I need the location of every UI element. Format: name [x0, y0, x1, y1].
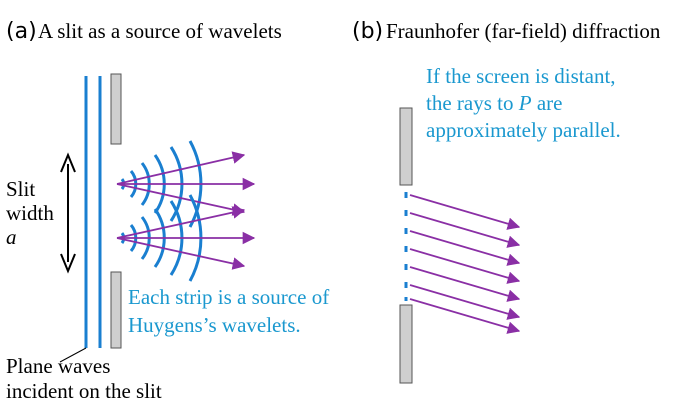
screen-upper-b [399, 107, 413, 186]
ray-arrow [116, 183, 246, 216]
wavelet-note-line1: Each strip is a source of [128, 285, 329, 309]
wavelet-source-upper [116, 140, 256, 228]
screen-upper-a [110, 73, 122, 145]
parallel-ray [409, 194, 521, 230]
wavelet-note-line2: Huygens’s wavelets. [128, 313, 301, 337]
ray-arrow [116, 237, 246, 270]
panel-b-letter: (b) [352, 19, 383, 44]
plane-waves-label-line1: Plane waves [6, 354, 110, 378]
slit-width-arrow-top [60, 152, 76, 173]
parallel-ray [409, 212, 521, 248]
panel-a-title: A slit as a source of wavelets [38, 19, 282, 43]
parallel-ray [409, 248, 521, 284]
panel-a: (a) A slit as a source of wavelets Slit … [6, 19, 329, 403]
parallel-rays [409, 194, 521, 334]
parallel-ray [409, 266, 521, 302]
slit-width-label: width [6, 201, 54, 225]
slit-label: Slit [6, 177, 35, 201]
parallel-ray [409, 284, 521, 320]
panel-b-note-line2: the rays to P are [426, 91, 562, 115]
note-text-pre: the rays to [426, 91, 519, 115]
plane-waves-label-line2: incident on the slit [6, 379, 162, 403]
point-p-symbol: P [518, 91, 532, 115]
panel-b-title: Fraunhofer (far-field) diffraction [386, 19, 661, 43]
panel-b-note-line3: approximately parallel. [426, 118, 621, 142]
screen-lower-a [110, 271, 122, 349]
panel-b: (b) Fraunhofer (far-field) diffraction I… [352, 19, 661, 384]
screen-lower-b [399, 304, 413, 384]
panel-b-note-line1: If the screen is distant, [426, 64, 616, 88]
parallel-ray [409, 298, 521, 334]
slit-width-symbol: a [6, 225, 17, 249]
wavelet-source-lower [116, 194, 256, 282]
panel-a-letter: (a) [6, 19, 37, 44]
note-text-post: are [532, 91, 563, 115]
plane-waves-leader-line [59, 347, 87, 363]
ray-arrow [116, 151, 246, 185]
slit-width-arrow-bottom [60, 253, 76, 274]
parallel-ray [409, 230, 521, 266]
ray-arrow [116, 206, 246, 239]
